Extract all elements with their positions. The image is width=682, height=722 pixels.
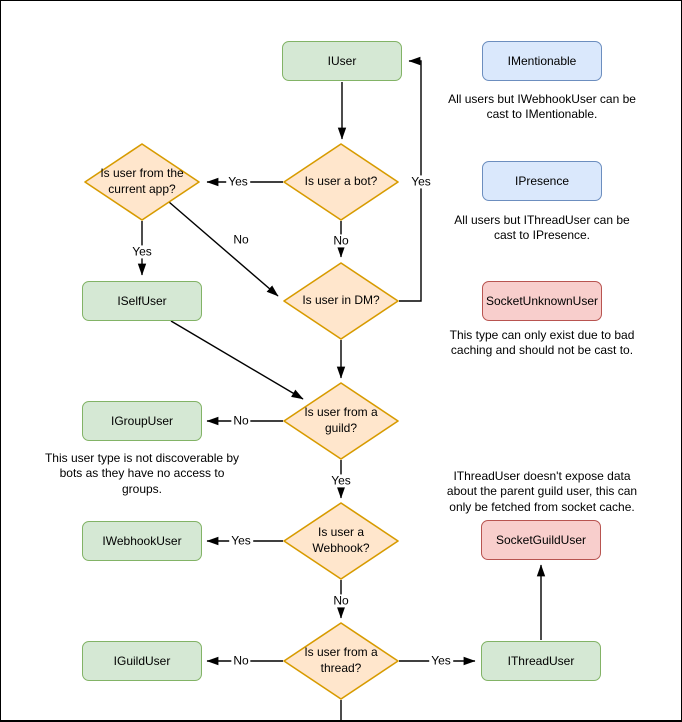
connector-selfuser-to-guild (170, 320, 304, 400)
edge-label-guild-yes: Yes (329, 473, 353, 488)
decision-diamond-is-user-a-bot (283, 143, 399, 221)
decision-diamond-is-user-from-thread (283, 622, 399, 700)
edge-label-dm-yes: Yes (409, 174, 433, 189)
node-ithreaduser: IThreadUser (481, 641, 601, 681)
decision-label-is-user-in-dm: Is user in DM? (302, 293, 380, 308)
edge-label-thread-yes: Yes (429, 653, 453, 668)
caption-ipresence-note: All users but IThreadUser can be cast to… (454, 213, 630, 243)
decision-label-is-user-from-thread: Is user from a thread? (304, 645, 378, 675)
node-iwebhookuser: IWebhookUser (82, 521, 202, 561)
node-imentionable: IMentionable (482, 41, 602, 81)
edge-label-webhook-no: No (331, 593, 351, 608)
node-iguilduser: IGuildUser (82, 641, 202, 681)
decision-diamond-is-user-a-webhook (283, 502, 399, 580)
edge-label-app-no: No (231, 232, 251, 247)
decision-diamond-is-user-from-guild (283, 382, 399, 460)
decision-label-is-user-current-app: Is user from the current app? (100, 166, 184, 196)
edge-label-thread-no: No (231, 653, 251, 668)
edge-label-guild-no: No (231, 413, 251, 428)
node-socketguilduser: SocketGuildUser (481, 520, 601, 560)
edge-label-bot-no: No (331, 233, 351, 248)
decision-diamond-is-user-in-dm (283, 262, 399, 340)
caption-socketunknownuser-note: This type can only exist due to bad cach… (449, 328, 635, 358)
node-socketunknownuser: SocketUnknownUser (482, 281, 602, 321)
node-ipresence: IPresence (482, 161, 602, 201)
decision-label-is-user-from-guild: Is user from a guild? (304, 405, 378, 435)
caption-igroupuser-note: This user type is not discoverable by bo… (44, 451, 240, 496)
decision-diamond-is-user-current-app (84, 143, 200, 221)
caption-ithreaduser-note: IThreadUser doesn't expose data about th… (446, 469, 638, 514)
node-iuser: IUser (282, 41, 402, 81)
edge-label-bot-yes: Yes (226, 174, 250, 189)
decision-label-is-user-a-bot: Is user a bot? (304, 174, 378, 189)
edge-label-app-yes: Yes (130, 244, 154, 259)
caption-imentionable-note: All users but IWebhookUser can be cast t… (448, 92, 636, 122)
decision-label-is-user-a-webhook: Is user a Webhook? (312, 525, 370, 555)
edge-label-webhook-yes: Yes (229, 533, 253, 548)
node-iselfuser: ISelfUser (82, 281, 202, 321)
connector-app-no-to-dm (168, 201, 279, 297)
node-igroupuser: IGroupUser (82, 401, 202, 441)
